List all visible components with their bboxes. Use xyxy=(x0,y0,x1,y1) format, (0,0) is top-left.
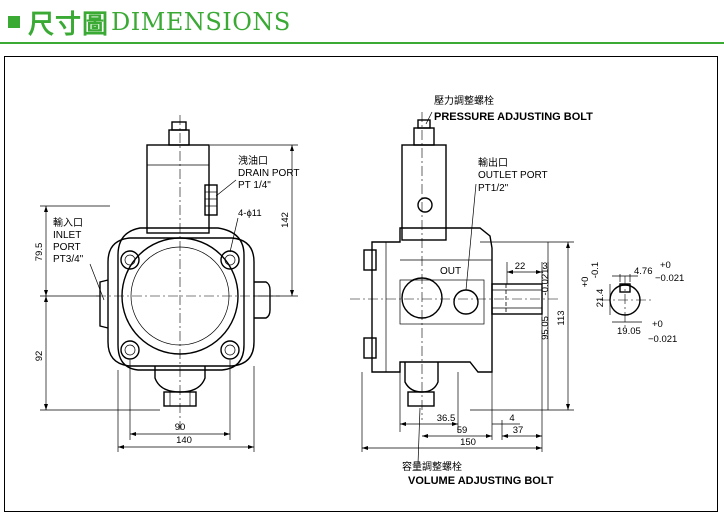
key-tol-low-3: −0.021 xyxy=(648,334,677,345)
dim-37: 37 xyxy=(513,425,524,436)
key-tol-low-1: −0.021 xyxy=(655,273,684,284)
outlet-port-circle xyxy=(453,289,479,315)
dim-113: 113 xyxy=(556,310,567,325)
outlet-port-en: OUTLET PORT xyxy=(478,170,548,181)
drain-port-en: DRAIN PORT xyxy=(238,168,300,179)
key-detail: 4.76 +0 −0.021 21.4 -0.1 +0 19.05 +0 −0.… xyxy=(580,260,684,345)
key-dim-21-4: 21.4 xyxy=(595,289,606,308)
dim-142: 142 xyxy=(280,212,291,228)
side-bottom-bolt xyxy=(407,391,435,407)
dim-95-05: 95.05 xyxy=(540,316,551,340)
dim-36-5: 36.5 xyxy=(437,413,456,424)
dim-92: 92 xyxy=(34,351,45,362)
title-en: DIMENSIONS xyxy=(111,8,291,36)
key-tol-up-1: +0 xyxy=(660,260,671,271)
dim-4: 4 xyxy=(509,413,514,424)
inlet-port-size: PT3/4" xyxy=(53,254,84,265)
bullet-square-icon xyxy=(8,16,20,28)
key-dim-4-76: 4.76 xyxy=(634,266,653,277)
inlet-port-en2: PORT xyxy=(53,242,81,253)
dim-150: 150 xyxy=(460,437,476,448)
side-view: OUT 22 3 95.05 -0.021 113 36.5 4 59 xyxy=(350,94,593,487)
bolt-hole-bl xyxy=(120,340,140,360)
out-mark: OUT xyxy=(440,266,461,277)
drawing-frame xyxy=(4,56,718,512)
dim-3: 3 xyxy=(542,261,547,272)
header-divider xyxy=(0,42,724,44)
bolt-hole-tl xyxy=(120,250,140,270)
front-top-bolt xyxy=(168,129,190,146)
dim-0-021: -0.021 xyxy=(540,269,551,296)
front-view: 142 79.5 92 90 140 洩油口 DRAIN PORT PT 1/4… xyxy=(34,115,300,452)
key-tol-21-4: -0.1 xyxy=(590,262,601,278)
holes-label: 4-ϕ11 xyxy=(238,208,262,219)
dim-59: 59 xyxy=(457,425,468,436)
side-shaft xyxy=(491,283,543,315)
dim-90: 90 xyxy=(175,422,186,433)
key-tol-up-2: +0 xyxy=(580,277,591,288)
bolt-hole-br xyxy=(220,340,240,360)
volume-bolt-en: VOLUME ADJUSTING BOLT xyxy=(408,475,554,487)
title-zh: 尺寸圖 xyxy=(28,9,110,40)
outlet-port-zh: 輸出口 xyxy=(478,156,508,169)
drain-port-size: PT 1/4" xyxy=(238,180,271,191)
section-header: 尺寸圖 DIMENSIONS xyxy=(8,4,291,40)
front-valve-body xyxy=(146,144,210,234)
pressure-bolt-en: PRESSURE ADJUSTING BOLT xyxy=(434,111,593,123)
drain-port-zh: 洩油口 xyxy=(238,154,268,167)
key-dim-19-05: 19.05 xyxy=(617,326,641,337)
side-body xyxy=(371,227,493,373)
side-top-bolt xyxy=(413,127,435,146)
dim-22: 22 xyxy=(515,261,526,272)
dim-140: 140 xyxy=(176,435,192,446)
dim-79-5: 79.5 xyxy=(34,243,45,262)
outlet-port-size: PT1/2" xyxy=(478,183,509,194)
inlet-port-zh: 輸入口 xyxy=(53,216,83,229)
inlet-port-en1: INLET xyxy=(53,230,81,241)
pressure-bolt-zh: 壓力調整螺栓 xyxy=(434,94,494,107)
volume-bolt-zh: 容量調整螺栓 xyxy=(402,460,462,473)
side-valve-body xyxy=(401,144,447,241)
key-tol-up-3: +0 xyxy=(652,319,663,330)
